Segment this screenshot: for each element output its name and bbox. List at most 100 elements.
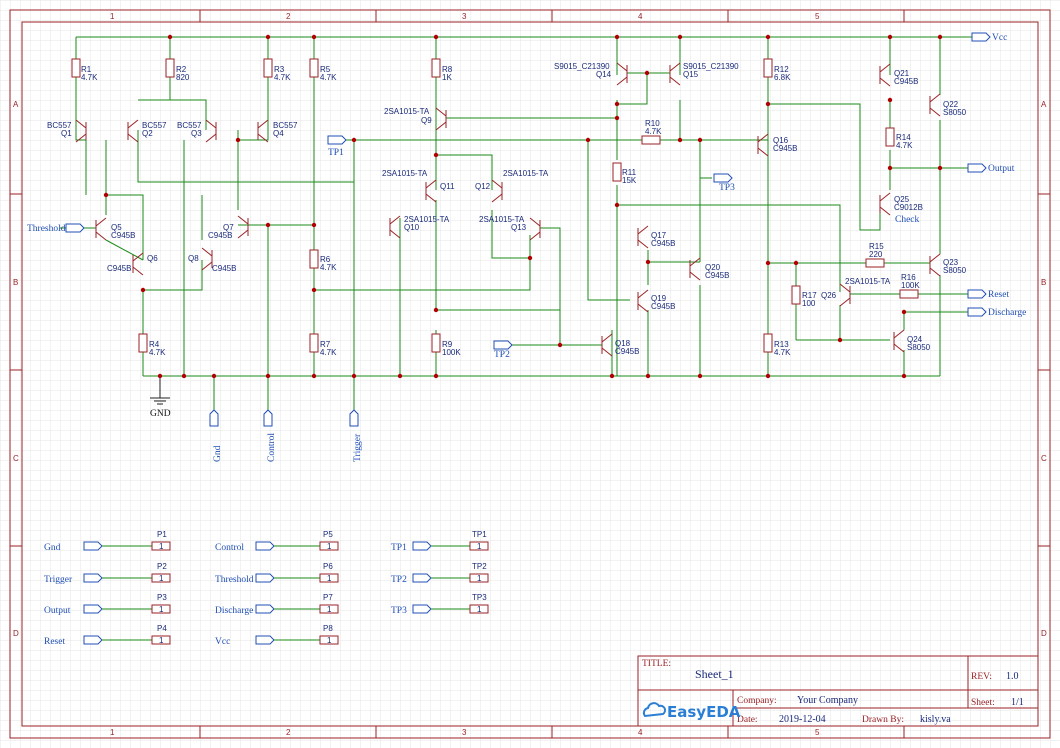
transistor-q10 <box>389 215 401 239</box>
resistor-r15 <box>865 258 885 268</box>
q2-type: BC557 <box>142 121 167 130</box>
header-p1-net: Gnd <box>44 543 61 553</box>
resistor-r14 <box>885 127 895 147</box>
transistor-q18 <box>601 333 613 357</box>
tp3-port-shape <box>713 173 733 183</box>
q11-name: Q11 <box>440 182 455 191</box>
header-tp3-id: TP3 <box>472 593 487 602</box>
zone-row-d-right: D <box>1041 629 1047 638</box>
header-p7-net: Discharge <box>215 606 253 616</box>
q17-name: Q17 <box>651 231 667 240</box>
r16-value: 100K <box>901 281 920 290</box>
junctions <box>103 34 943 379</box>
header-tp3-pin: 1 <box>477 605 482 614</box>
q8-name: Q8 <box>188 254 199 263</box>
header-p2-net: Trigger <box>44 575 73 585</box>
r11-name: R11 <box>622 168 637 177</box>
easyeda-logo: EasyEDA <box>642 702 741 721</box>
net-label-reset: Reset <box>988 290 1009 300</box>
q4-name: Q4 <box>273 129 284 138</box>
net-label-tp1: TP1 <box>328 148 344 158</box>
zone-col-2-bottom: 2 <box>286 728 291 737</box>
header-p5-net: Control <box>215 543 244 553</box>
r15-name: R15 <box>869 242 884 251</box>
r17-value: 100 <box>802 299 816 308</box>
header-p4-pin: 1 <box>159 636 164 645</box>
q25-type: C9012B <box>894 203 923 212</box>
title-label: TITLE: <box>642 659 671 669</box>
tp1-port-shape <box>327 135 347 145</box>
ground-symbol <box>150 376 170 405</box>
net-label-vcc: Vcc <box>992 33 1007 43</box>
net-label-trigger-port: Trigger <box>353 433 363 462</box>
r1-value: 4.7K <box>81 73 98 82</box>
q13-name: Q13 <box>511 223 527 232</box>
zone-row-c-right: C <box>1041 454 1047 463</box>
transistor-q24 <box>893 329 905 353</box>
q16-type: C945B <box>773 144 797 153</box>
q1-name: Q1 <box>61 129 72 138</box>
r14-value: 4.7K <box>896 141 913 150</box>
q4-type: BC557 <box>273 121 298 130</box>
net-labels: Vcc Output Reset Discharge Threshold TP1… <box>27 33 1026 462</box>
zone-row-c: C <box>13 454 19 463</box>
header-p3-id: P3 <box>157 593 167 602</box>
q10-type: 2SA1015-TA <box>404 215 450 224</box>
q15-type: S9015_C21390 <box>683 62 739 71</box>
threshold-port-shape <box>65 223 85 233</box>
transistor-q19 <box>637 289 649 313</box>
transistor-q17 <box>637 225 649 249</box>
net-label-output: Output <box>988 164 1015 174</box>
q17-type: C945B <box>651 239 675 248</box>
transistor-q14 <box>616 62 628 86</box>
header-p4-net: Reset <box>44 637 65 647</box>
q18-type: C945B <box>615 347 639 356</box>
drawn-by-value: kisly.va <box>920 714 951 725</box>
zone-col-3: 3 <box>462 12 467 21</box>
q21-name: Q21 <box>894 69 910 78</box>
q23-type: S8050 <box>943 266 967 275</box>
transistor-q23 <box>929 253 941 277</box>
zone-col-3-bottom: 3 <box>462 728 467 737</box>
resistors <box>71 58 919 353</box>
transistor-q25 <box>879 192 891 216</box>
net-label-discharge: Discharge <box>988 308 1026 318</box>
header-p5-id: P5 <box>323 530 333 539</box>
transistor-q20 <box>689 257 701 281</box>
zone-col-5-bottom: 5 <box>815 728 820 737</box>
zone-col-5: 5 <box>815 12 820 21</box>
header-p8-net: Vcc <box>215 637 230 647</box>
q7-type: C945B <box>208 231 232 240</box>
transistor-q4 <box>257 119 269 143</box>
header-tp2-id: TP2 <box>472 562 487 571</box>
q8-type: C945B <box>212 264 236 273</box>
header-p6-pin: 1 <box>327 574 332 583</box>
r9-value: 100K <box>442 348 461 357</box>
r7-name: R7 <box>320 340 331 349</box>
q13-type: 2SA1015-TA <box>479 215 525 224</box>
zone-row-a: A <box>13 100 19 109</box>
r13-value: 4.7K <box>774 348 791 357</box>
zone-row-d: D <box>13 629 19 638</box>
gnd-port-shape <box>209 409 219 427</box>
q21-type: C945B <box>894 77 918 86</box>
header-tp1-id: TP1 <box>472 530 487 539</box>
r5-value: 4.7K <box>320 73 337 82</box>
r17-name: R17 <box>802 291 817 300</box>
transistor-q2 <box>127 119 139 143</box>
transistor-q21 <box>879 63 891 87</box>
q7-name: Q7 <box>223 223 234 232</box>
header-p1-id: P1 <box>157 530 167 539</box>
resistor-r17 <box>791 285 801 305</box>
resistor-r4 <box>138 333 148 353</box>
q19-name: Q19 <box>651 294 667 303</box>
header-p8-pin: 1 <box>327 636 332 645</box>
q26-name: Q26 <box>821 291 837 300</box>
zone-row-a-right: A <box>1041 100 1047 109</box>
r8-value: 1K <box>442 73 452 82</box>
q19-type: C945B <box>651 302 675 311</box>
r13-name: R13 <box>774 340 789 349</box>
q14-type: S9015_C21390 <box>554 62 610 71</box>
reset-port-shape <box>967 289 987 299</box>
transistor-q11 <box>425 179 437 203</box>
